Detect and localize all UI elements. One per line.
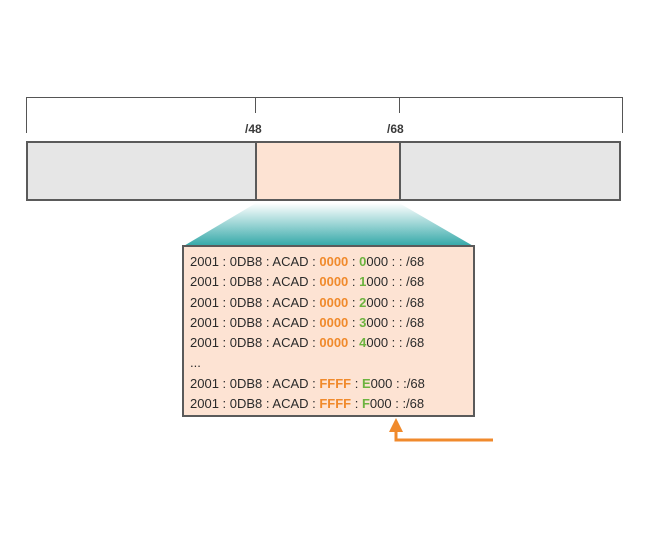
- marker-label-48: /48: [245, 122, 262, 136]
- subnet-id-text: 0000: [319, 314, 349, 330]
- subnet-nibble-text: 0: [359, 254, 367, 269]
- bracket-tick-right: [622, 97, 623, 133]
- interface-text: 000 : : /68: [366, 314, 425, 330]
- subnet-id-segment: [257, 143, 401, 199]
- global-prefix-text: 2001 : 0DB8 : ACAD :: [190, 396, 320, 412]
- interface-text: 000 : :/68: [370, 375, 425, 391]
- interface-text: 000 : : /68: [366, 254, 425, 269]
- marker-label-68: /68: [387, 122, 404, 136]
- separator-text: :: [348, 294, 360, 310]
- pointer-arrow-icon: [389, 418, 493, 442]
- global-prefix-text: 2001 : 0DB8 : ACAD :: [190, 294, 320, 310]
- global-prefix-text: 2001 : 0DB8 : ACAD :: [190, 254, 320, 269]
- interface-id-segment: [401, 143, 619, 199]
- interface-text: 000 : : /68: [366, 294, 425, 310]
- zoom-expansion-shape: [182, 203, 475, 247]
- global-prefix-text: 2001 : 0DB8 : ACAD :: [190, 335, 320, 351]
- bracket-tick-68: [399, 97, 400, 113]
- separator-text: :: [348, 274, 360, 290]
- separator-text: :: [348, 314, 360, 330]
- separator-text: :: [348, 335, 360, 351]
- subnet-id-text: FFFF: [319, 375, 352, 391]
- subnet-nibble-text: 1: [359, 274, 367, 290]
- global-prefix-text: 2001 : 0DB8 : ACAD :: [190, 375, 320, 391]
- interface-text: 000 : :/68: [369, 396, 425, 412]
- subnet-id-text: 0000: [319, 274, 349, 290]
- subnet-nibble-text: 2: [359, 294, 367, 310]
- bracket-tick-48: [255, 97, 256, 113]
- subnet-id-text: 0000: [319, 335, 349, 351]
- subnet-id-text: FFFF: [319, 396, 352, 412]
- subnet-row: 2001 : 0DB8 : ACAD : 0000 : 4000 : : /68: [190, 333, 473, 353]
- subnet-id-text: 0000: [319, 294, 349, 310]
- bracket-tick-left: [26, 97, 27, 133]
- global-prefix-segment: [28, 143, 257, 199]
- subnet-row: 2001 : 0DB8 : ACAD : 0000 : 2000 : : /68: [190, 293, 473, 313]
- subnet-nibble-text: 4: [359, 335, 367, 351]
- subnet-row: 2001 : 0DB8 : ACAD : 0000 : 3000 : : /68: [190, 313, 473, 333]
- bracket-top: [26, 97, 623, 98]
- subnet-nibble-text: F: [361, 396, 370, 412]
- subnet-list-box: 2001 : 0DB8 : ACAD : 0000 : 0000 : : /68…: [182, 245, 475, 417]
- separator-text: :: [348, 254, 360, 269]
- subnet-nibble-text: 3: [359, 314, 367, 330]
- subnet-nibble-text: E: [361, 375, 371, 391]
- address-bar: [26, 141, 621, 201]
- subnet-row: 2001 : 0DB8 : ACAD : FFFF : E000 : :/68: [190, 374, 473, 394]
- subnet-id-text: 0000: [319, 254, 349, 269]
- separator-text: :: [351, 396, 362, 412]
- subnet-row: 2001 : 0DB8 : ACAD : FFFF : F000 : :/68: [190, 394, 473, 414]
- subnet-row: 2001 : 0DB8 : ACAD : 0000 : 1000 : : /68: [190, 272, 473, 292]
- ellipsis-row: ...: [190, 355, 201, 371]
- global-prefix-text: 2001 : 0DB8 : ACAD :: [190, 314, 320, 330]
- global-prefix-text: 2001 : 0DB8 : ACAD :: [190, 274, 320, 290]
- subnet-row: 2001 : 0DB8 : ACAD : 0000 : 0000 : : /68: [190, 252, 473, 272]
- interface-text: 000 : : /68: [366, 335, 425, 351]
- separator-text: :: [351, 375, 362, 391]
- interface-text: 000 : : /68: [366, 274, 425, 290]
